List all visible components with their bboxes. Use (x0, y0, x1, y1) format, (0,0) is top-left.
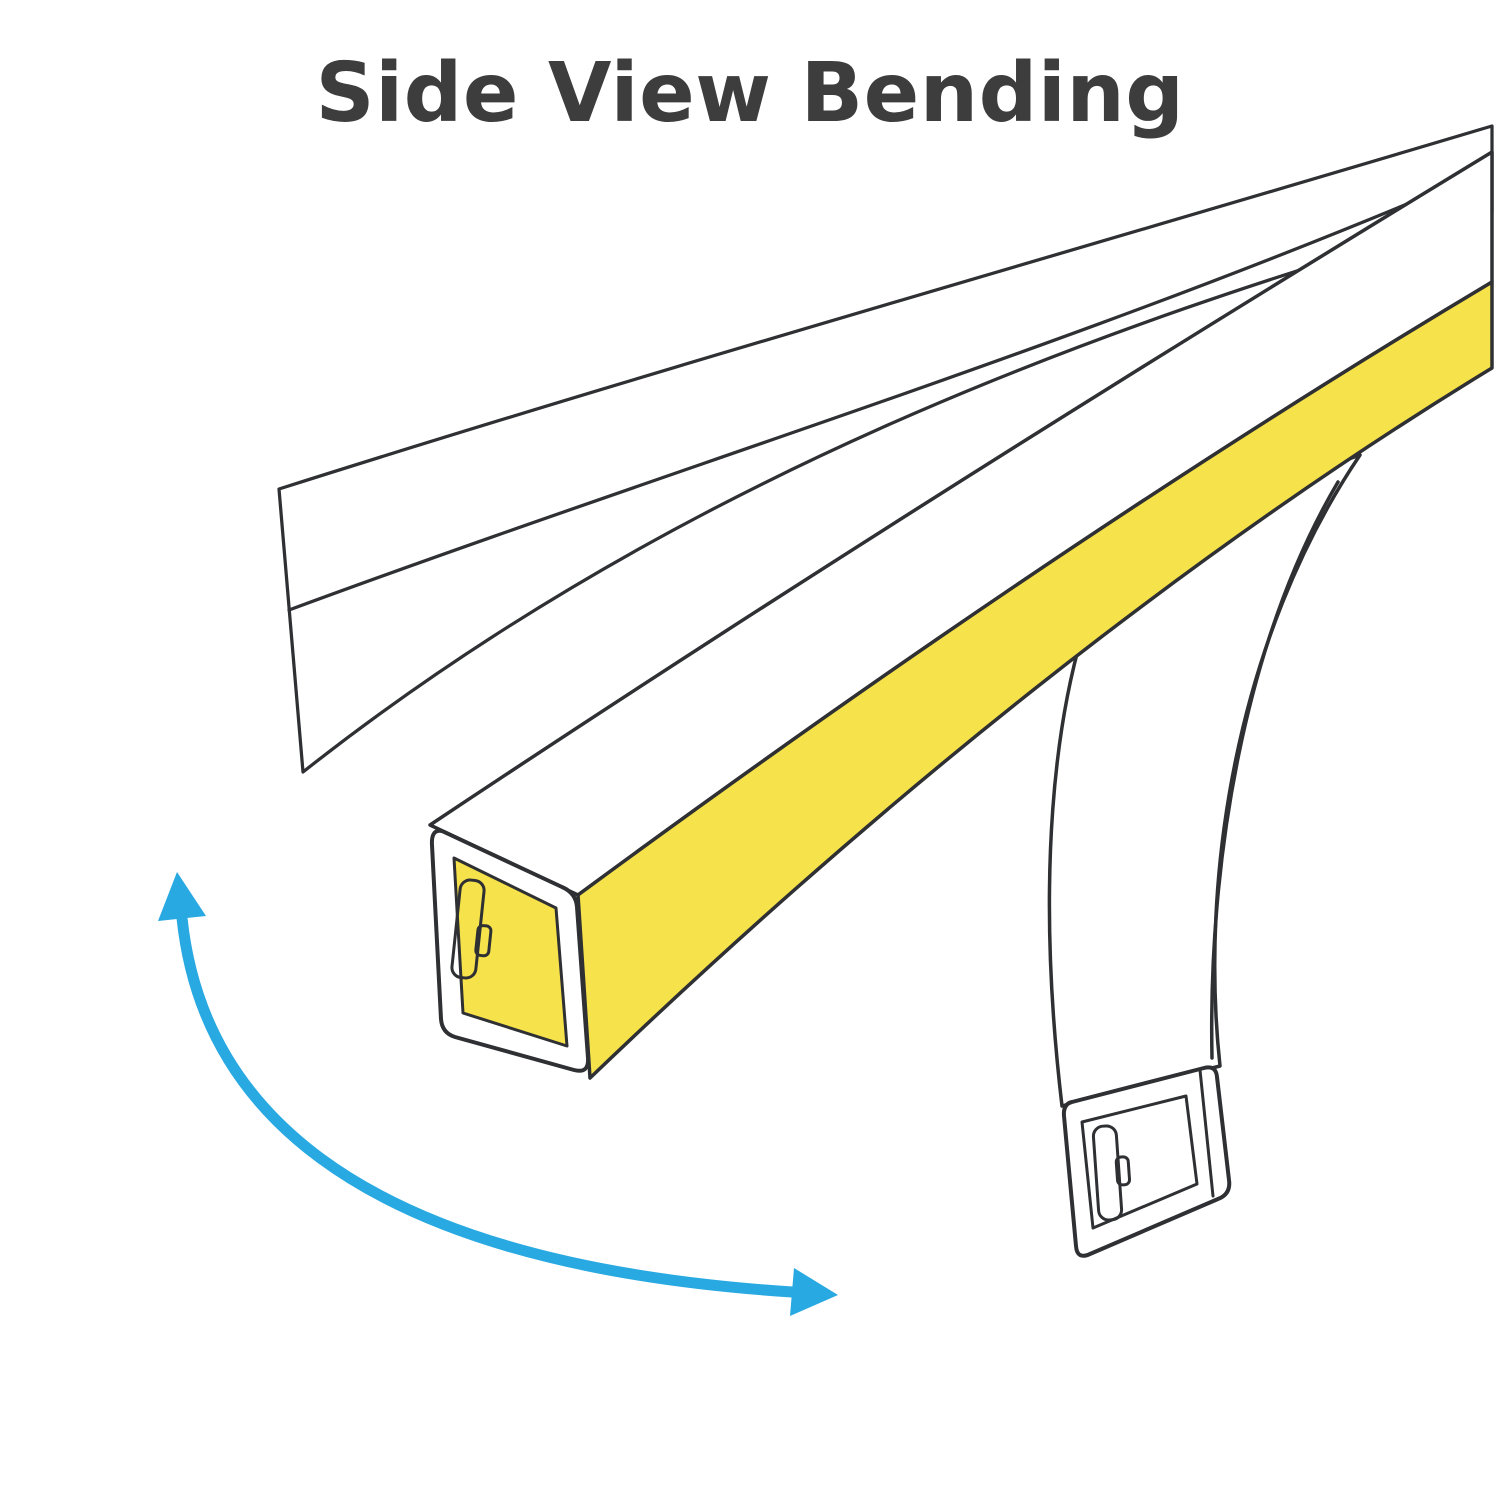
bottom-cap-connector-slot (1091, 1124, 1124, 1222)
bottom-end-cap (1061, 1065, 1232, 1258)
ghost-strip-fold-line (287, 166, 1494, 612)
page-title: Side View Bending (315, 46, 1185, 141)
front-end-cap (429, 828, 591, 1073)
strip-body (428, 150, 1494, 1080)
bottom-cap-connector-tab (1114, 1155, 1132, 1187)
bottom-cap-face (1080, 1094, 1199, 1230)
bend-arrow-head-right-icon (790, 1268, 838, 1316)
bend-arrow-curve (176, 912, 798, 1298)
bend-arrow-head-top-icon (158, 872, 206, 921)
front-cap-connector-slot (450, 878, 486, 980)
front-cap-connector-tab (474, 924, 493, 958)
bottom-cap-side-line (1198, 1068, 1215, 1198)
bent-section-edge-line (1209, 480, 1340, 1060)
bend-arrow (158, 872, 838, 1316)
strip-lit-face (576, 280, 1494, 1080)
